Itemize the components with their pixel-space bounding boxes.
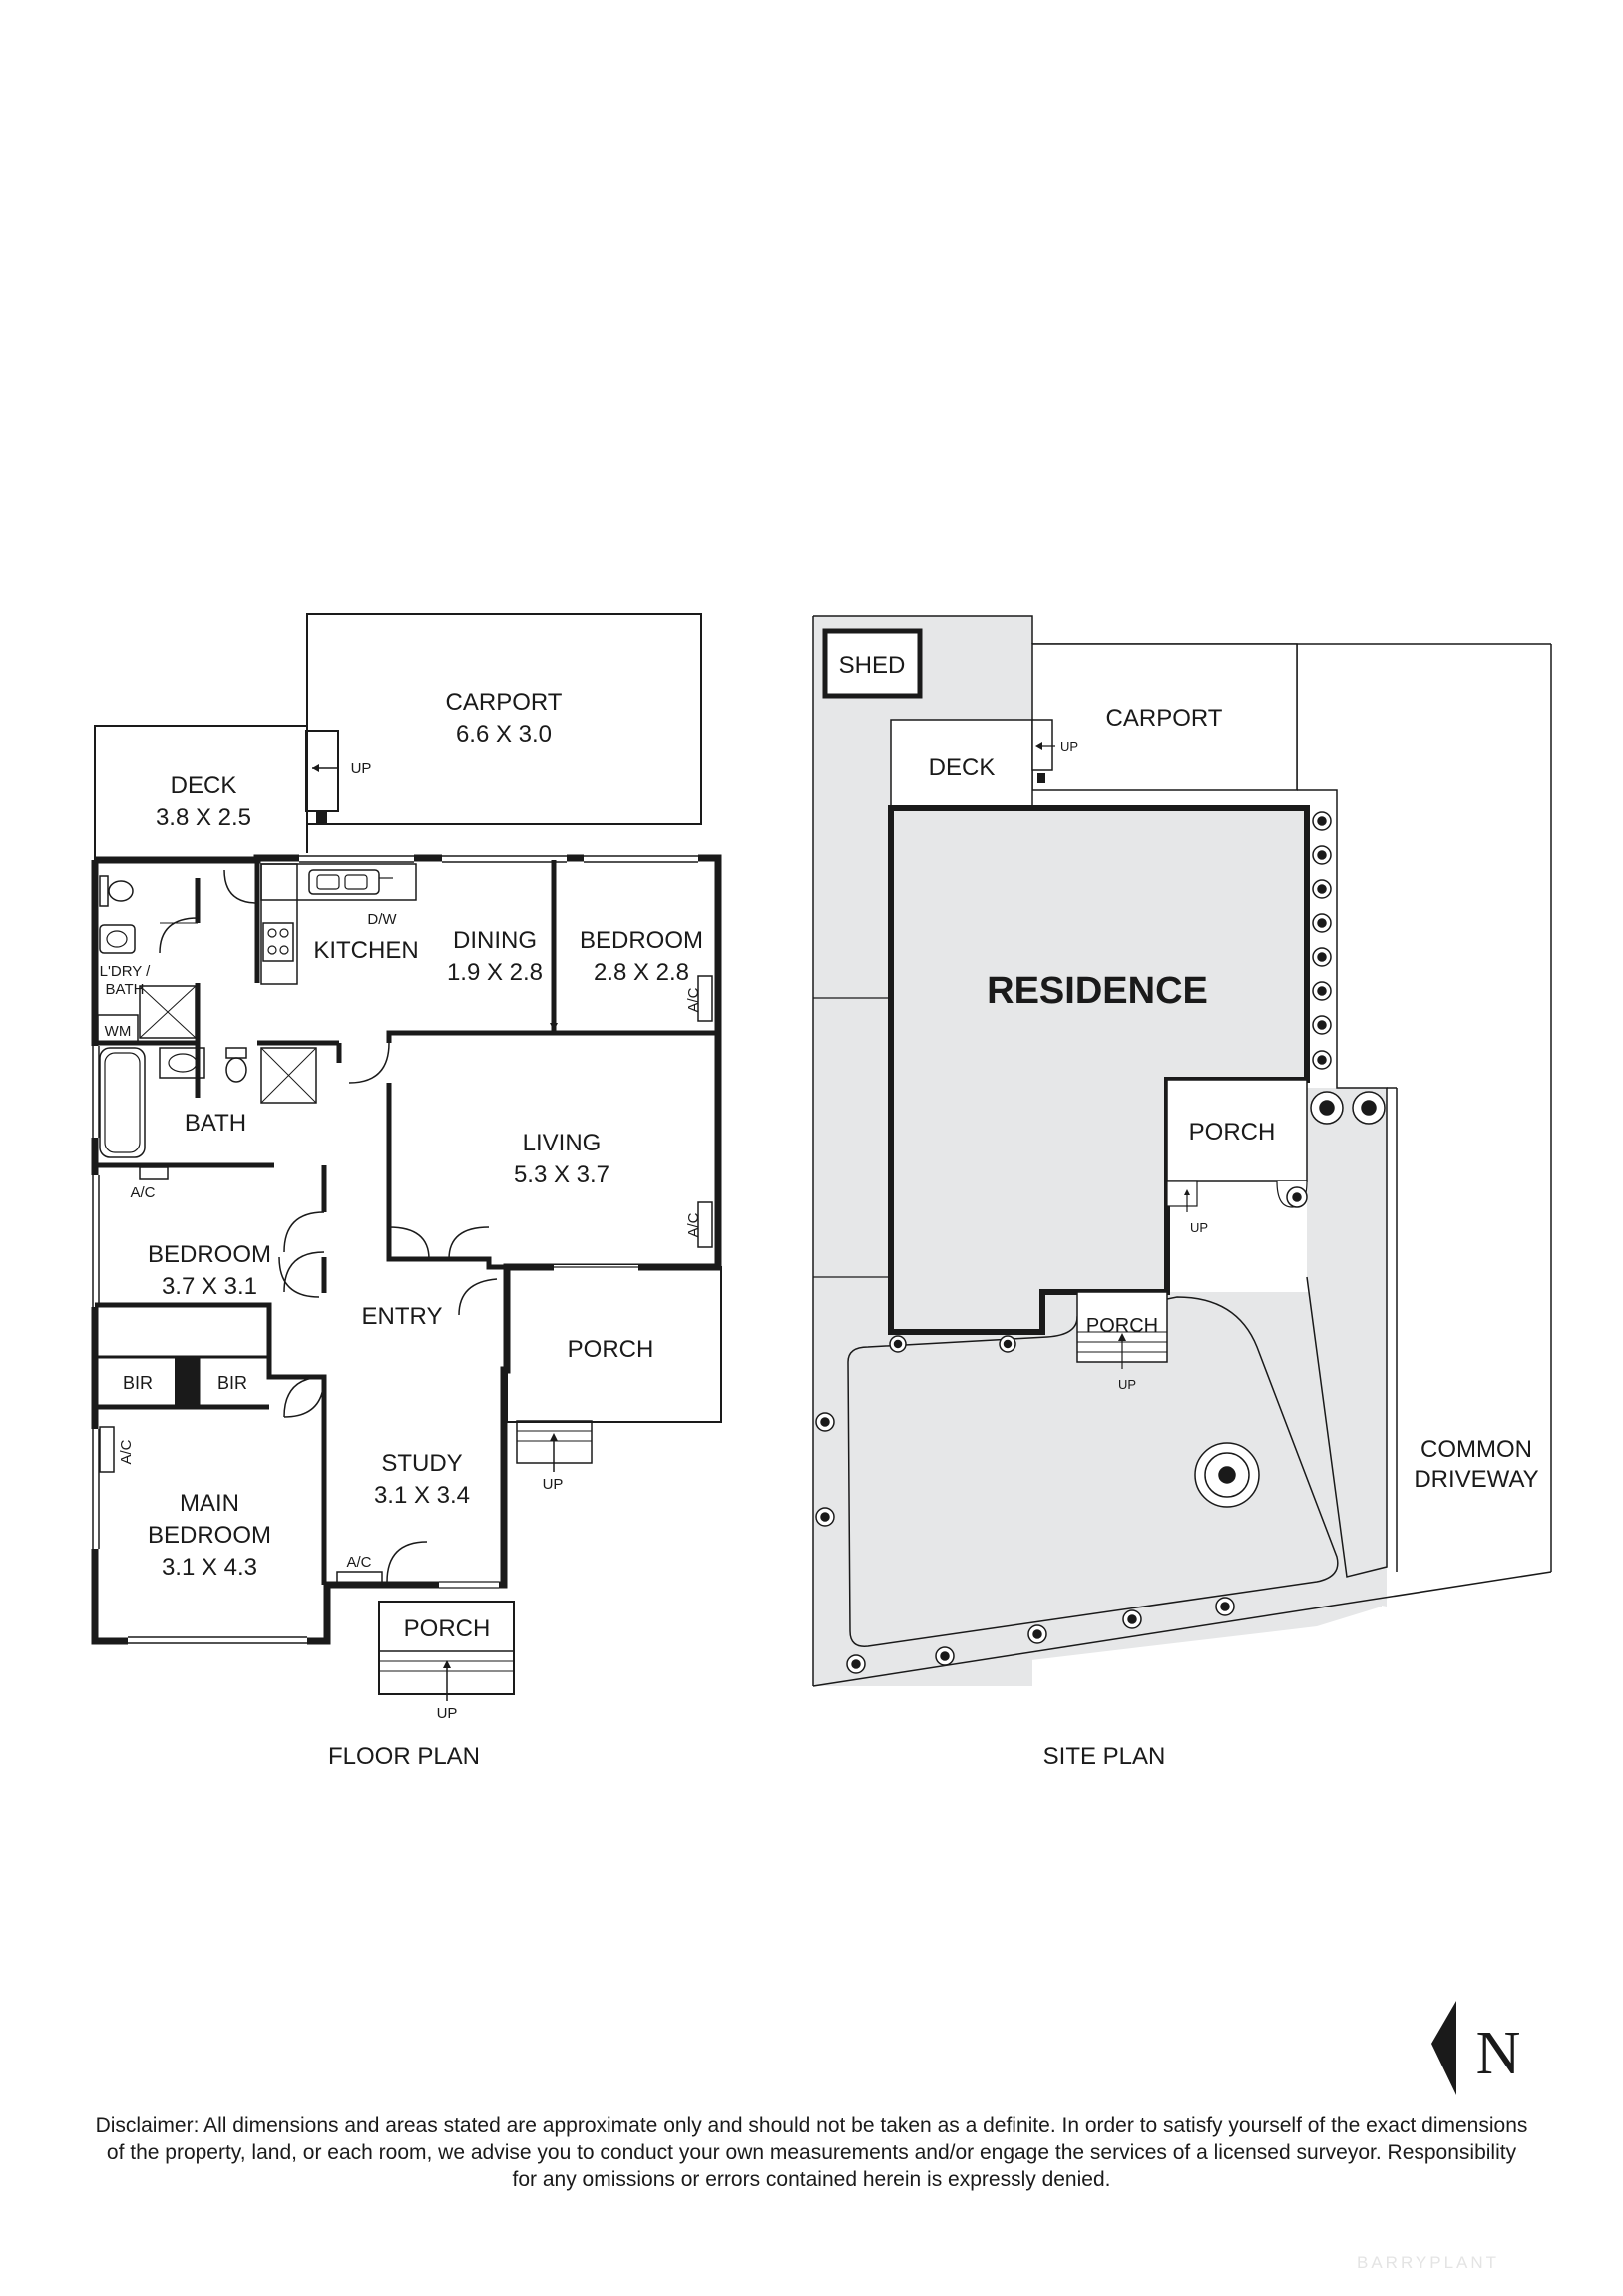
label-deck-dims: 3.8 X 2.5 [156,804,251,831]
floor-plan-title: FLOOR PLAN [328,1743,480,1770]
label-dw: D/W [367,911,397,928]
label-site-up-front: UP [1118,1377,1136,1392]
label-laundry-1: L'DRY / [100,963,152,980]
label-bedroom-front: BEDROOM [580,927,703,954]
label-residence: RESIDENCE [987,970,1208,1012]
floor-plan-rotated-ac: A/C A/C A/C [118,987,702,1464]
label-bedroom-front-dims: 2.8 X 2.8 [594,959,689,986]
label-site-porch-front: PORCH [1086,1315,1158,1337]
site-plan-title: SITE PLAN [1043,1743,1166,1770]
disclaimer-line-2: of the property, land, or each room, we … [106,2140,1517,2164]
label-deck: DECK [171,772,237,799]
site-plan-labels: SHED CARPORT DECK PORCH COMMON DRIVEWAY … [839,652,1539,1770]
site-deck [890,719,1033,809]
side-strip [1307,1088,1387,1607]
label-laundry-2: BATH [106,981,145,998]
label-site-carport: CARPORT [1106,705,1223,732]
label-bedroom-mid: BEDROOM [148,1241,271,1268]
toilet-cistern [99,875,109,907]
site-plan [812,615,1552,1687]
disclaimer: Disclaimer: All dimensions and areas sta… [40,2113,1583,2194]
label-driveway-1: COMMON [1420,1436,1532,1463]
cooktop [262,922,294,962]
lawn [847,1296,1339,1647]
label-dining: DINING [453,927,537,954]
label-bir-left: BIR [123,1373,153,1393]
site-porch-side [1166,1079,1308,1182]
floor-plan [90,613,722,1701]
label-living: LIVING [523,1130,602,1156]
site-shrubs [815,811,1386,1674]
label-up-front-porch: UP [437,1705,458,1722]
floor-plan-bir-labels: BIR BIR [123,1373,247,1393]
label-porch-side: PORCH [568,1336,654,1363]
label-main-bedroom-2: BEDROOM [148,1522,271,1549]
label-main-bedroom-1: MAIN [180,1490,239,1517]
label-site-porch: PORCH [1189,1119,1276,1146]
shower [139,985,197,1039]
shed [822,628,923,699]
label-living-dims: 5.3 X 3.7 [514,1161,609,1188]
label-bedroom-mid-dims: 3.7 X 3.1 [162,1273,257,1300]
disclaimer-line-1: Disclaimer: All dimensions and areas sta… [95,2114,1528,2137]
top-windows [299,853,698,865]
bathtub [99,1047,146,1158]
label-up-carport: UP [351,760,372,777]
residence [888,805,1310,1335]
label-main-bedroom-dims: 3.1 X 4.3 [162,1554,257,1581]
bir-divider [175,1357,197,1407]
label-ac-main-bedroom: A/C [118,1439,135,1464]
label-carport-dims: 6.6 X 3.0 [456,721,552,748]
label-dining-dims: 1.9 X 2.8 [447,959,543,986]
floor-plan-small-labels: L'DRY / BATH WM D/W UP A/C A/C UP UP [100,760,564,1722]
label-north: N [1476,2020,1521,2087]
label-study-dims: 3.1 X 3.4 [374,1482,470,1509]
carport-area [306,613,702,825]
label-site-deck: DECK [929,754,996,781]
north-arrow-icon [1431,2001,1456,2095]
label-bath: BATH [185,1110,246,1137]
label-ac-bedroom-front: A/C [685,987,702,1012]
label-shed: SHED [839,652,906,679]
label-wm: WM [105,1023,132,1040]
disclaimer-line-3: for any omissions or errors contained he… [512,2167,1111,2191]
label-ac-bedroom-mid: A/C [130,1184,155,1201]
label-ac-study: A/C [346,1554,371,1571]
bath-shower [260,1047,317,1104]
label-driveway-2: DRIVEWAY [1414,1466,1538,1493]
kitchen-bench-side [260,863,298,985]
carport-step [305,730,339,812]
label-entry: ENTRY [362,1303,443,1330]
north-arrow: N [1431,2001,1520,2095]
label-carport: CARPORT [446,689,563,716]
label-up-side-porch: UP [543,1476,564,1493]
watermark: BARRYPLANT [1357,2253,1500,2272]
label-site-up-side: UP [1190,1220,1208,1235]
label-ac-living: A/C [685,1212,702,1237]
label-site-up-deck: UP [1060,739,1078,754]
label-porch-front: PORCH [404,1615,491,1642]
sink [308,869,380,895]
label-kitchen: KITCHEN [313,937,418,964]
label-study: STUDY [381,1450,462,1477]
site-carport [1031,643,1298,791]
floor-plan-labels: CARPORT 6.6 X 3.0 DECK 3.8 X 2.5 KITCHEN… [148,689,703,1642]
carport-post [316,811,327,824]
label-bir-right: BIR [217,1373,247,1393]
